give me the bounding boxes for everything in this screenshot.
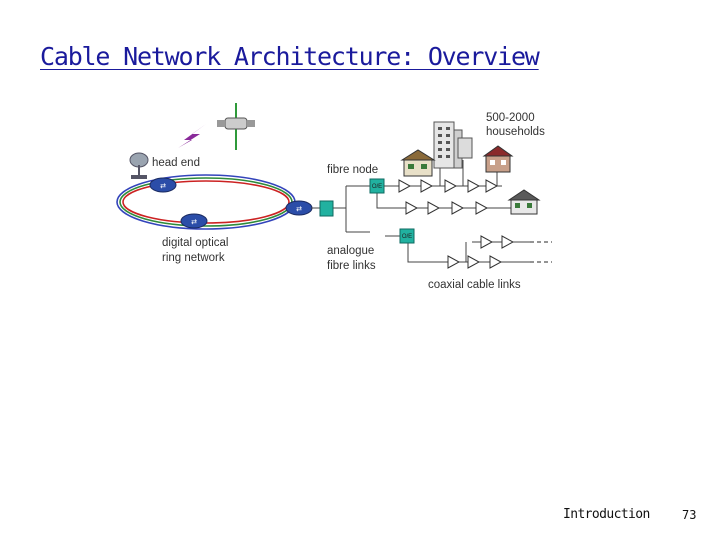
- fibre-node-icon: [311, 200, 334, 217]
- slide-title: Cable Network Architecture: Overview: [40, 42, 540, 71]
- amplifier-icon: [485, 179, 499, 193]
- amplifier-icon: [451, 201, 465, 215]
- households-label: 500-2000: [486, 112, 535, 124]
- svg-text:⇄: ⇄: [191, 218, 197, 226]
- router-icon: ⇄: [180, 213, 208, 229]
- satellite-icon: [217, 103, 255, 150]
- router-icon: ⇄: [149, 177, 177, 193]
- page-number: 73: [682, 508, 697, 522]
- converter-label: O/E: [402, 234, 412, 240]
- amplifier-icon: [480, 235, 494, 249]
- oe-converter-icon: O/E: [399, 228, 415, 244]
- converter-label: O/E: [372, 184, 382, 190]
- head-end-label: head end: [152, 157, 200, 169]
- router-icon: ⇄: [285, 200, 313, 216]
- svg-text:⇄: ⇄: [296, 205, 302, 213]
- house-icon: [507, 189, 541, 215]
- oe-converter-icon: O/E: [369, 178, 385, 194]
- amplifier-icon: [427, 201, 441, 215]
- coaxial-links-label: coaxial cable links: [428, 279, 521, 291]
- satellite-dish-icon: [129, 152, 149, 179]
- amplifier-icon: [467, 255, 481, 269]
- amplifier-icon: [398, 179, 412, 193]
- amplifier-icon: [447, 255, 461, 269]
- amplifier-icon: [475, 201, 489, 215]
- amplifier-icon: [444, 179, 458, 193]
- households-label: households: [486, 126, 545, 138]
- amplifier-icon: [405, 201, 419, 215]
- coax-continuation: [530, 241, 552, 263]
- amplifier-icon: [489, 255, 503, 269]
- ring-network-label: digital optical: [162, 237, 228, 249]
- fibre-links: [333, 185, 440, 263]
- analogue-links-label: analogue: [327, 245, 374, 257]
- footer-section-label: Introduction: [563, 507, 650, 522]
- amplifier-icon: [501, 235, 515, 249]
- amplifier-icons: [398, 179, 515, 269]
- house-icon: [400, 149, 436, 177]
- satellite-beam-icon: [178, 124, 206, 148]
- house-icon: [482, 145, 514, 173]
- svg-text:⇄: ⇄: [160, 182, 166, 190]
- fibre-node-label: fibre node: [327, 164, 378, 176]
- amplifier-icon: [420, 179, 434, 193]
- ring-network-label: ring network: [162, 252, 225, 264]
- analogue-links-label: fibre links: [327, 260, 376, 272]
- amplifier-icon: [467, 179, 481, 193]
- apartment-building-icon: [433, 121, 473, 169]
